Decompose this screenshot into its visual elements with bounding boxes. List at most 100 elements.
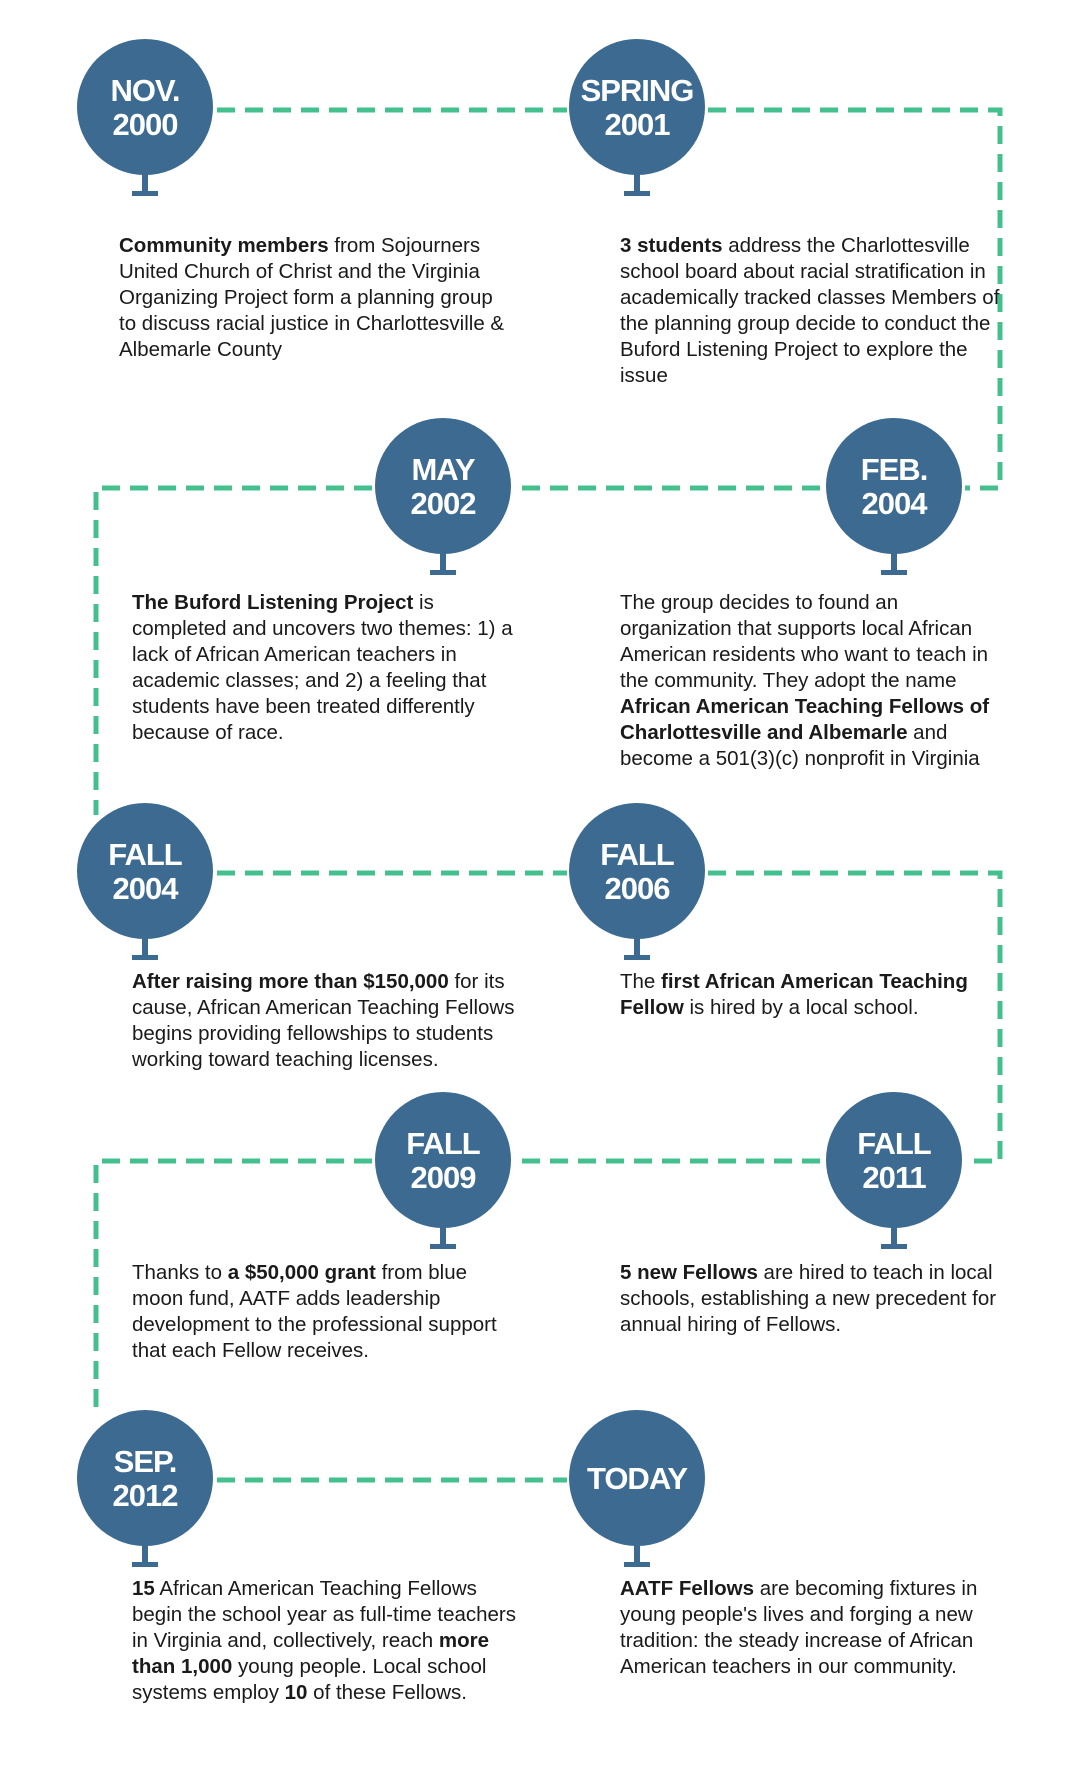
event-description: 3 students address the Charlottesville s…: [620, 233, 1010, 389]
date-label-line2: 2000: [113, 107, 178, 142]
description-text: young people. Local school systems emplo…: [132, 1655, 487, 1704]
date-circle: [375, 1092, 511, 1228]
marker-base: [624, 191, 650, 196]
date-circle: [77, 803, 213, 939]
date-label-line1: FALL: [108, 837, 182, 872]
description-text: are hired to teach in local schools, est…: [620, 1261, 997, 1336]
description-bold-text: 3 students: [620, 234, 723, 257]
marker-base: [132, 1562, 158, 1567]
date-label-line2: 2009: [411, 1160, 477, 1195]
description-text: Thanks to: [132, 1261, 228, 1284]
marker-base: [624, 1562, 650, 1567]
description-text: The group decides to found an organizati…: [620, 591, 989, 692]
event-description: AATF Fellows are becoming fixtures in yo…: [620, 1576, 1010, 1680]
timeline-connector: [93, 1158, 372, 1408]
description-bold-text: 10: [284, 1681, 308, 1704]
description-text: from Sojourners United Church of Christ …: [119, 234, 505, 361]
description-bold-text: first African American Teaching Fellow: [620, 970, 968, 1019]
date-circle: [569, 803, 705, 939]
date-label-line2: 2012: [113, 1478, 178, 1513]
date-circle: [826, 418, 962, 554]
event-description: The Buford Listening Project is complete…: [132, 590, 522, 746]
marker-base: [132, 191, 158, 196]
description-bold-text: a $50,000 grant: [227, 1261, 376, 1284]
marker-base: [132, 955, 158, 960]
timeline-markers: NOV.2000SPRING2001MAY2002FEB.2004FALL200…: [77, 39, 962, 1567]
date-label-line1: SPRING: [581, 73, 694, 108]
description-text: African American Teaching Fellows begin …: [132, 1577, 517, 1652]
event-description: Community members from Sojourners United…: [119, 233, 509, 363]
timeline-marker: NOV.2000: [77, 39, 213, 196]
marker-stem: [440, 552, 446, 572]
description-text: from blue moon fund, AATF adds leadershi…: [132, 1261, 497, 1362]
date-circle: [826, 1092, 962, 1228]
date-circle: [375, 418, 511, 554]
description-text: is completed and uncovers two themes: 1)…: [132, 591, 513, 744]
date-label-line1: SEP.: [114, 1444, 177, 1479]
description-text: is hired by a local school.: [683, 996, 919, 1019]
date-label-line2: 2004: [113, 871, 180, 906]
date-label-line2: 2011: [862, 1160, 926, 1195]
marker-base: [624, 955, 650, 960]
date-label-line1: NOV.: [111, 73, 180, 108]
marker-stem: [440, 1226, 446, 1246]
marker-stem: [142, 1544, 148, 1564]
date-label-line1: FALL: [600, 837, 674, 872]
event-description: The group decides to found an organizati…: [620, 590, 1010, 772]
marker-base: [881, 1244, 907, 1249]
timeline-connector: [708, 870, 1003, 1164]
marker-stem: [142, 937, 148, 957]
timeline-connector: [708, 107, 1003, 491]
description-bold-text: The Buford Listening Project: [132, 591, 414, 614]
timeline-marker: SEP.2012: [77, 1410, 213, 1567]
date-circle: [569, 39, 705, 175]
marker-stem: [891, 552, 897, 572]
date-circle: [569, 1410, 705, 1546]
description-bold-text: AATF Fellows: [620, 1577, 755, 1600]
event-description: 15 African American Teaching Fellows beg…: [132, 1576, 522, 1706]
marker-stem: [142, 173, 148, 193]
timeline-marker: TODAY: [569, 1410, 705, 1567]
description-bold-text: African American Teaching Fellows of Cha…: [620, 695, 990, 744]
description-text: for its cause, African American Teaching…: [132, 970, 515, 1071]
date-label-line2: 2001: [605, 107, 671, 142]
event-description: The first African American Teaching Fell…: [620, 969, 1010, 1021]
date-circle: [77, 1410, 213, 1546]
description-bold-text: 15: [132, 1577, 155, 1600]
date-label-line1: FALL: [857, 1126, 931, 1161]
marker-base: [881, 570, 907, 575]
marker-base: [430, 570, 456, 575]
description-text: address the Charlottesville school board…: [620, 234, 1000, 387]
description-bold-text: 5 new Fellows: [620, 1261, 758, 1284]
description-text: and become a 501(3)(c) nonprofit in Virg…: [620, 721, 980, 770]
description-text: The: [620, 970, 662, 993]
date-label-line2: 2002: [411, 486, 476, 521]
date-label-line1: TODAY: [587, 1461, 688, 1496]
timeline-marker: FEB.2004: [826, 418, 962, 575]
timeline-connector: [93, 485, 372, 815]
date-label-line1: FEB.: [861, 452, 928, 487]
marker-stem: [634, 937, 640, 957]
date-label-line2: 2004: [862, 486, 929, 521]
date-label-line1: MAY: [411, 452, 475, 487]
timeline-connectors: [93, 107, 1003, 1483]
event-description: After raising more than $150,000 for its…: [132, 969, 522, 1073]
marker-stem: [634, 1544, 640, 1564]
description-bold-text: more than 1,000: [132, 1629, 490, 1678]
marker-stem: [634, 173, 640, 193]
marker-base: [430, 1244, 456, 1249]
event-description: Thanks to a $50,000 grant from blue moon…: [132, 1260, 522, 1364]
description-text: of these Fellows.: [307, 1681, 467, 1704]
description-text: are becoming fixtures in young people's …: [620, 1577, 978, 1678]
description-bold-text: Community members: [119, 234, 329, 257]
date-label-line1: FALL: [406, 1126, 480, 1161]
marker-stem: [891, 1226, 897, 1246]
event-description: 5 new Fellows are hired to teach in loca…: [620, 1260, 1010, 1338]
